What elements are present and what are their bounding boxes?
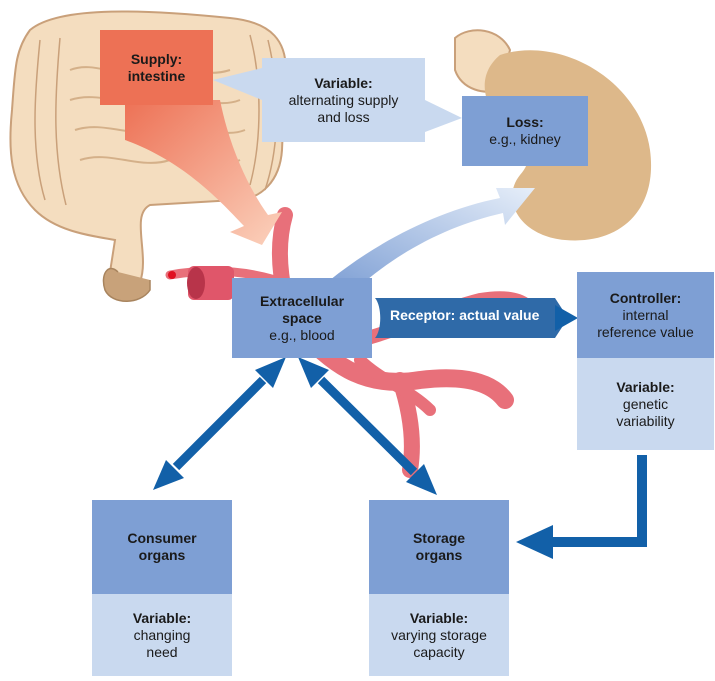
storage-variable-line2: capacity: [413, 644, 464, 661]
ecs-consumer-arrow: [153, 357, 286, 490]
variable-consumer-box: Variable: changing need: [92, 594, 232, 676]
storage-variable-title: Variable:: [410, 610, 468, 627]
controller-arrow-head: [516, 525, 553, 559]
variable-line2: and loss: [317, 109, 369, 126]
loss-title: Loss:: [506, 114, 543, 131]
consumer-variable-title: Variable:: [133, 610, 191, 627]
ecs-line2: space: [282, 310, 322, 327]
variable-pointer-right: [425, 100, 462, 132]
marker-dot: [168, 271, 176, 279]
loss-flow-arrow: [330, 188, 535, 290]
controller-line1: internal: [623, 307, 669, 324]
extracellular-space-box: Extracellular space e.g., blood: [232, 278, 372, 358]
controller-box: Controller: internal reference value: [577, 272, 714, 358]
variable-genetic-box: Variable: genetic variability: [577, 358, 714, 450]
controller-title: Controller:: [610, 290, 682, 307]
variable-supply-loss-box: Variable: alternating supply and loss: [262, 58, 425, 142]
variable-title: Variable:: [314, 75, 372, 92]
consumer-line1: Consumer: [127, 530, 196, 547]
storage-organs-box: Storage organs: [369, 500, 509, 594]
consumer-organs-box: Consumer organs: [92, 500, 232, 594]
ecs-line3: e.g., blood: [269, 327, 334, 344]
receptor-arrow-head: [555, 305, 578, 331]
supply-title: Supply:: [131, 51, 182, 68]
receptor-label: Receptor: actual value: [390, 306, 539, 324]
variable-storage-box: Variable: varying storage capacity: [369, 594, 509, 676]
consumer-variable-line2: need: [146, 644, 177, 661]
loss-box: Loss: e.g., kidney: [462, 96, 588, 166]
controller-line2: reference value: [597, 324, 694, 341]
consumer-line2: organs: [139, 547, 186, 564]
ecs-line1: Extracellular: [260, 293, 344, 310]
genetic-line1: genetic: [623, 396, 668, 413]
genetic-title: Variable:: [616, 379, 674, 396]
genetic-line2: variability: [616, 413, 674, 430]
storage-line1: Storage: [413, 530, 465, 547]
supply-box: Supply: intestine: [100, 30, 213, 105]
consumer-variable-line1: changing: [134, 627, 191, 644]
supply-subtitle: intestine: [128, 68, 186, 85]
vessel-tube: [187, 266, 234, 300]
loss-subtitle: e.g., kidney: [489, 131, 561, 148]
storage-line2: organs: [416, 547, 463, 564]
controller-to-storage-arrow: [550, 455, 642, 542]
storage-variable-line1: varying storage: [391, 627, 487, 644]
variable-line1: alternating supply: [289, 92, 399, 109]
